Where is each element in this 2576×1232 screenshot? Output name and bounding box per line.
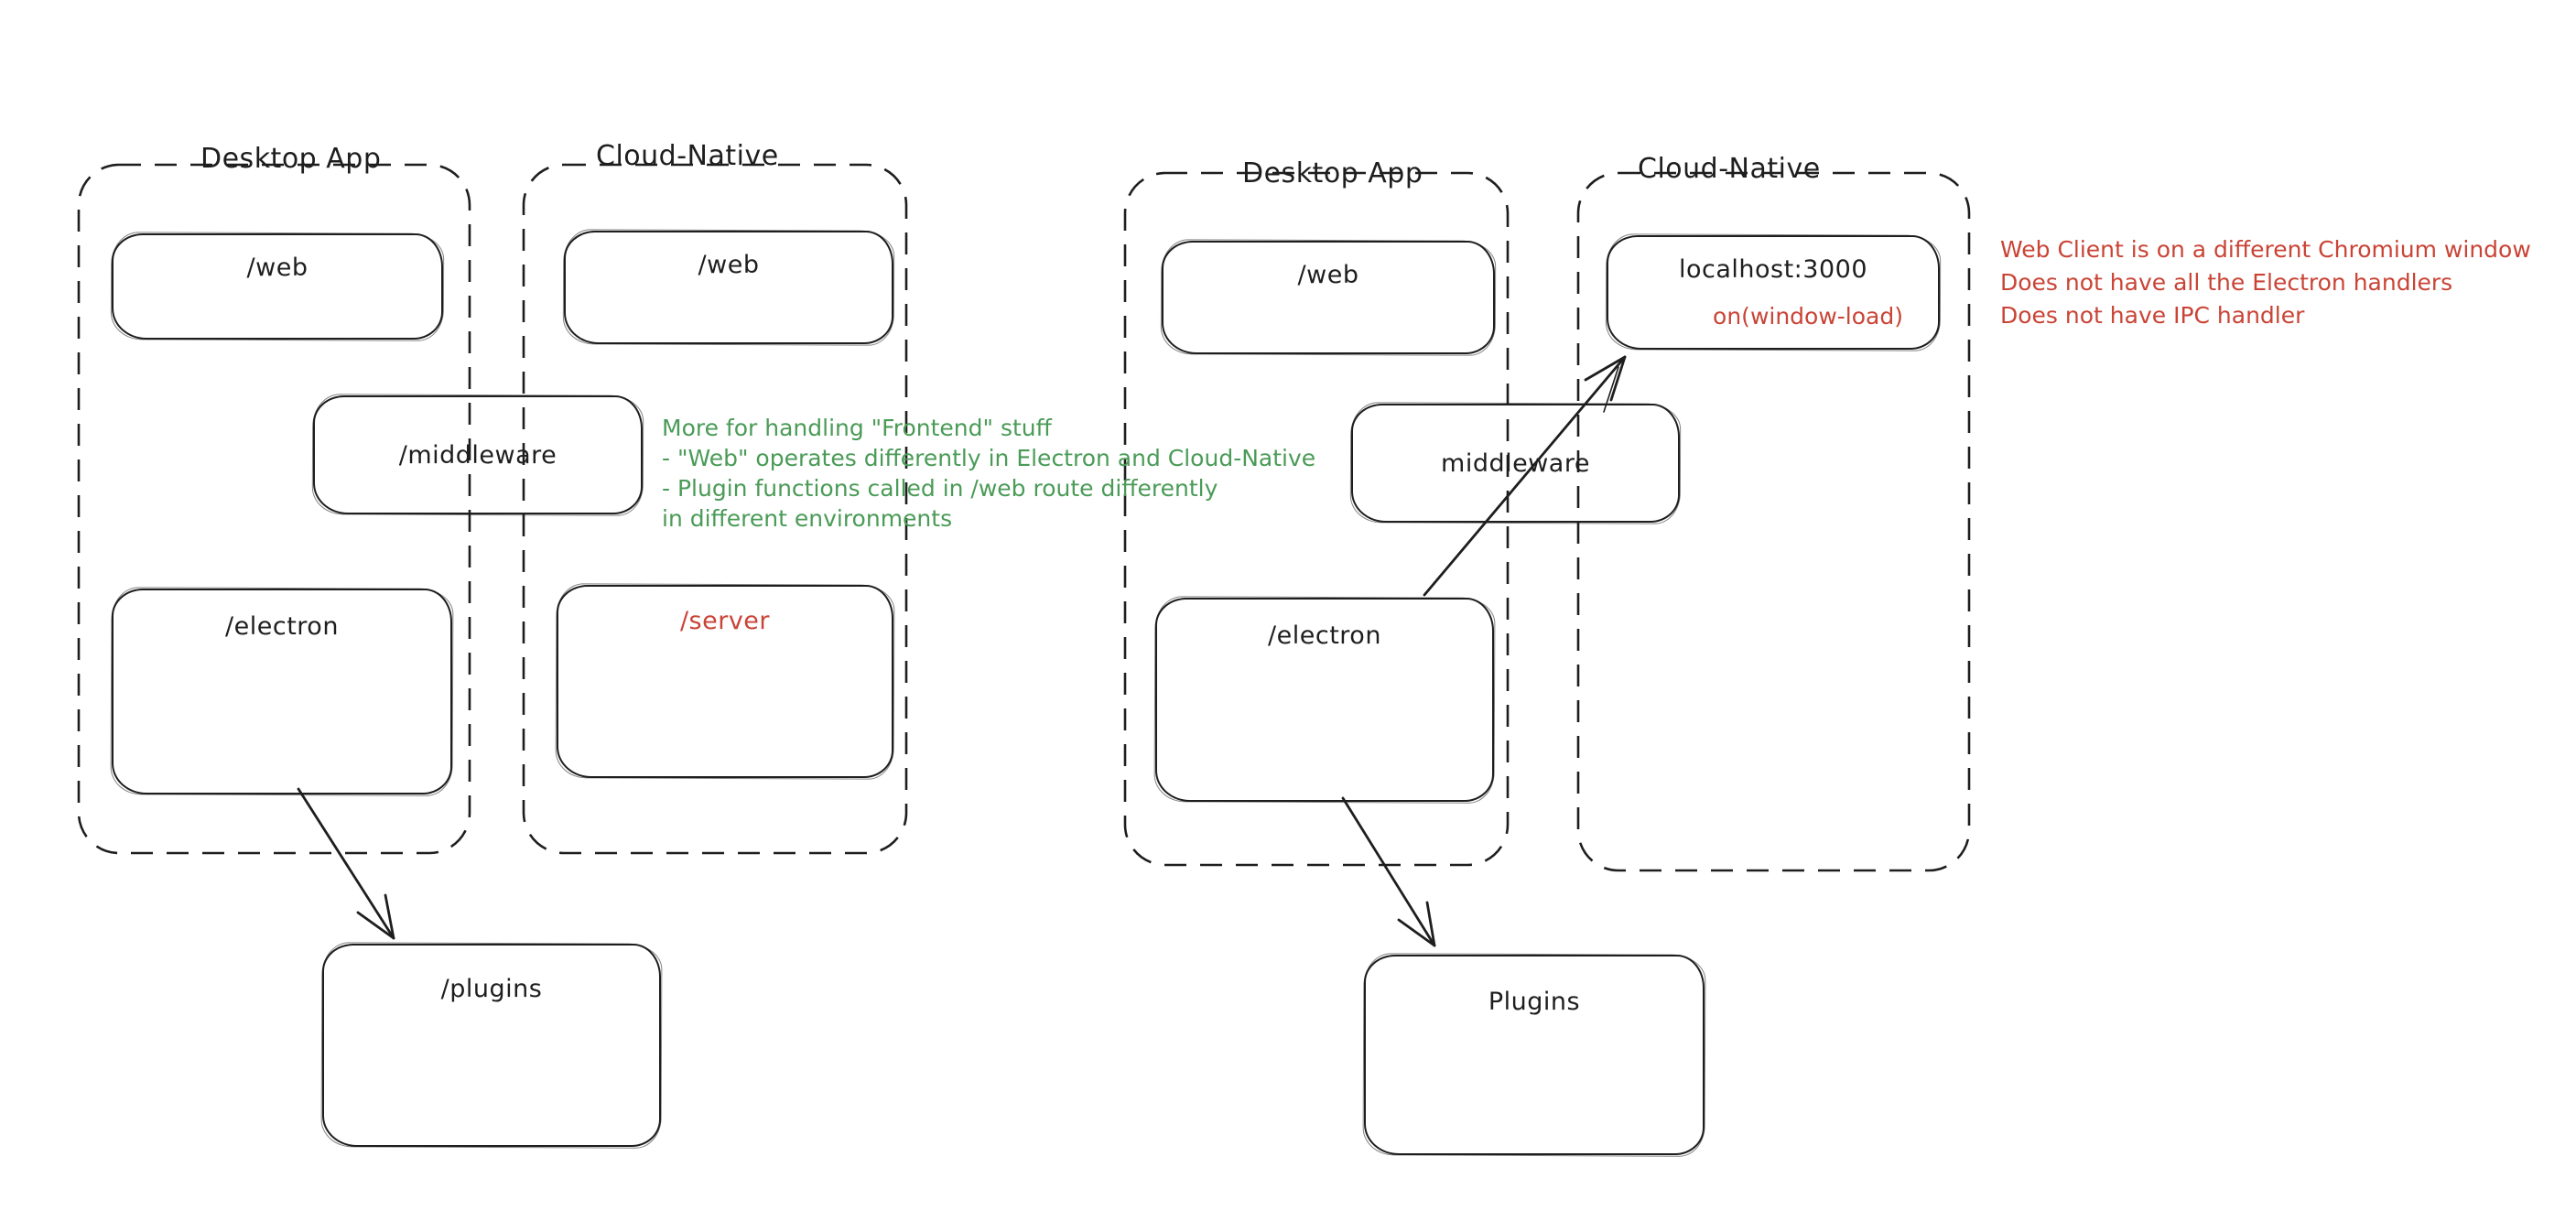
green-annotation: More for handling "Frontend" stuff - "We… [662, 413, 1315, 534]
box-middleware-right-label: middleware [1441, 448, 1590, 478]
red-annotation: Web Client is on a different Chromium wi… [2000, 233, 2531, 332]
box-localhost-label: localhost:3000 [1678, 255, 1867, 284]
box-electron-right-label: /electron [1268, 621, 1381, 650]
box-plugins-left: /plugins [322, 944, 661, 1147]
box-plugins-right: Plugins [1364, 955, 1705, 1155]
left-desktop-app-title: Desktop App [200, 143, 382, 175]
left-cloud-native-title: Cloud-Native [596, 140, 779, 172]
red-annotation-line: Does not have IPC handler [2000, 302, 2305, 329]
box-plugins-right-label: Plugins [1488, 988, 1581, 1016]
right-cloud-native-title: Cloud-Native [1638, 153, 1821, 185]
box-plugins-left-label: /plugins [440, 975, 543, 1003]
box-middleware-left: /middleware [313, 395, 643, 514]
box-web-left-desktop: /web [112, 233, 443, 340]
box-web-right-desktop-label: /web [1297, 261, 1359, 289]
box-web-right-desktop: /web [1162, 241, 1495, 354]
box-middleware-right: middleware [1351, 404, 1680, 523]
red-annotation-line: Web Client is on a different Chromium wi… [2000, 236, 2531, 263]
box-middleware-left-label: /middleware [398, 440, 557, 470]
box-web-left-cloud-label: /web [698, 251, 760, 279]
box-localhost: localhost:3000 on(window-load) [1607, 235, 1940, 350]
arrow-electron-to-plugins-right [1341, 796, 1436, 947]
green-annotation-line: in different environments [662, 505, 953, 532]
box-web-left-desktop-label: /web [246, 254, 308, 282]
green-annotation-line: - Plugin functions called in /web route … [662, 475, 1218, 502]
box-electron-left-label: /electron [225, 612, 339, 641]
localhost-window-load-label: on(window-load) [1713, 303, 1903, 330]
arrow-electron-to-plugins-left [297, 787, 395, 940]
green-annotation-line: More for handling "Frontend" stuff [662, 415, 1052, 441]
box-web-left-cloud: /web [564, 231, 893, 344]
red-annotation-line: Does not have all the Electron handlers [2000, 269, 2453, 296]
box-server-left: /server [557, 585, 893, 778]
box-electron-right: /electron [1155, 598, 1494, 802]
box-electron-left: /electron [112, 589, 452, 794]
green-annotation-line: - "Web" operates differently in Electron… [662, 445, 1316, 471]
box-server-left-label: /server [679, 607, 771, 635]
right-desktop-app-title: Desktop App [1242, 157, 1423, 189]
